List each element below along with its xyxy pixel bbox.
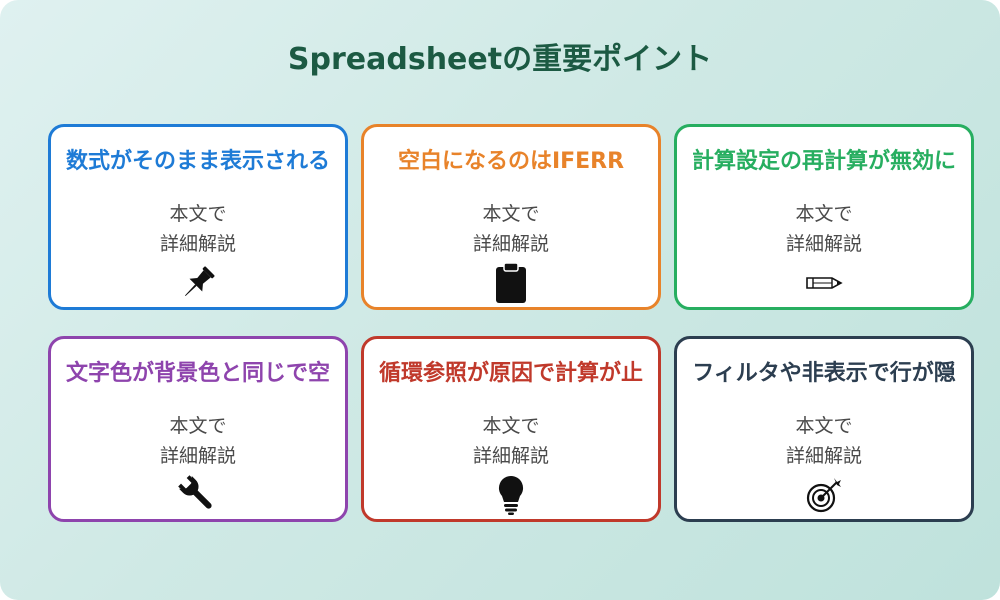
- card-font-color-same[interactable]: 文字色が背景色と同じで空 本文で 詳細解説: [48, 336, 348, 522]
- pencil-icon: [802, 261, 846, 305]
- card-body-line2: 詳細解説: [472, 445, 549, 467]
- card-body-line1: 本文で: [482, 415, 540, 437]
- card-title: 数式がそのまま表示される: [65, 149, 331, 174]
- card-title: 循環参照が原因で計算が止: [378, 361, 644, 386]
- target-icon: [802, 473, 846, 517]
- card-title: 計算設定の再計算が無効に: [691, 149, 957, 174]
- card-body: 本文で 詳細解説: [364, 411, 658, 471]
- card-body-line1: 本文で: [482, 203, 540, 225]
- page-title: Spreadsheetの重要ポイント: [287, 42, 713, 77]
- card-filter-hidden-rows[interactable]: フィルタや非表示で行が隠 本文で 詳細解説: [674, 336, 974, 522]
- card-body-line2: 詳細解説: [785, 445, 862, 467]
- pushpin-icon: [176, 261, 220, 305]
- card-formula-shown[interactable]: 数式がそのまま表示される 本文で 詳細解説: [48, 124, 348, 310]
- card-blank-iferror[interactable]: 空白になるのはIFERR 本文で 詳細解説: [361, 124, 661, 310]
- card-body: 本文で 詳細解説: [677, 411, 971, 471]
- wrench-icon: [176, 473, 220, 517]
- card-recalc-disabled[interactable]: 計算設定の再計算が無効に 本文で 詳細解説: [674, 124, 974, 310]
- card-body-line1: 本文で: [169, 203, 227, 225]
- lightbulb-icon: [489, 473, 533, 517]
- card-body-line1: 本文で: [795, 203, 853, 225]
- card-circular-reference[interactable]: 循環参照が原因で計算が止 本文で 詳細解説: [361, 336, 661, 522]
- card-body-line1: 本文で: [795, 415, 853, 437]
- card-title: フィルタや非表示で行が隠: [692, 361, 956, 386]
- card-title: 空白になるのはIFERR: [397, 149, 625, 174]
- clipboard-icon: [489, 261, 533, 305]
- card-body-line2: 詳細解説: [159, 233, 236, 255]
- card-body: 本文で 詳細解説: [677, 199, 971, 259]
- card-body: 本文で 詳細解説: [51, 411, 345, 471]
- card-body-line2: 詳細解説: [785, 233, 862, 255]
- card-body-line2: 詳細解説: [159, 445, 236, 467]
- card-body: 本文で 詳細解説: [364, 199, 658, 259]
- card-body-line2: 詳細解説: [472, 233, 549, 255]
- card-title: 文字色が背景色と同じで空: [65, 361, 331, 386]
- card-body-line1: 本文で: [169, 415, 227, 437]
- card-body: 本文で 詳細解説: [51, 199, 345, 259]
